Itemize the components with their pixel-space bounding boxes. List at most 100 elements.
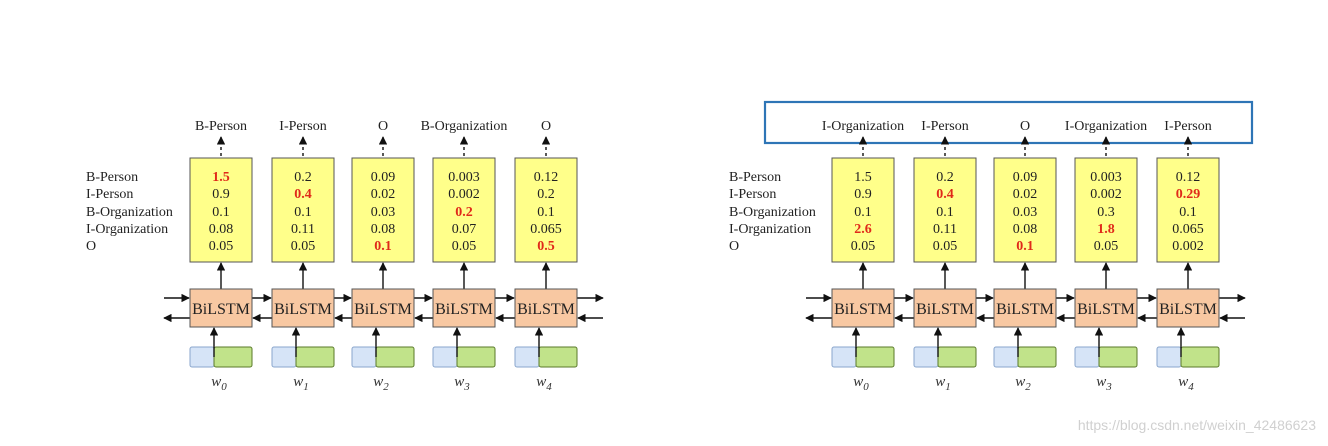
bilstm-cell	[514, 288, 578, 328]
embedding-word-part	[855, 346, 895, 368]
bilstm-label: BiLSTM	[916, 301, 974, 318]
score-value: 0.12	[534, 170, 559, 185]
output-tag-label: O	[541, 119, 551, 134]
bilstm-label: BiLSTM	[435, 301, 493, 318]
output-tag-label: I-Person	[279, 119, 326, 134]
score-value: 0.002	[448, 187, 480, 202]
diagram-right: B-PersonI-PersonB-OrganizationI-Organiza…	[729, 100, 1254, 393]
score-value-highlight: 0.4	[936, 187, 954, 202]
embedding-word-part	[213, 346, 253, 368]
score-value: 0.002	[1172, 239, 1204, 254]
word-symbol: w	[373, 374, 383, 390]
score-value: 0.9	[854, 187, 872, 202]
score-box	[993, 157, 1057, 263]
score-box	[831, 157, 895, 263]
word-subscript: 1	[303, 381, 309, 393]
score-value: 0.03	[371, 205, 396, 220]
token-column: B-Organization0.0030.0020.20.070.05BiLST…	[421, 119, 508, 393]
score-value: 0.09	[1013, 170, 1038, 185]
score-value: 0.1	[537, 205, 555, 220]
embedding-word-part	[456, 346, 496, 368]
row-label: I-Organization	[729, 222, 811, 237]
score-box	[1074, 157, 1138, 263]
score-value: 0.1	[936, 205, 954, 220]
word-subscript: 2	[383, 381, 389, 393]
score-value: 0.002	[1090, 187, 1122, 202]
score-value: 0.09	[371, 170, 396, 185]
watermark: https://blog.csdn.net/weixin_42486623	[1077, 417, 1316, 433]
score-value: 0.11	[933, 222, 957, 237]
score-value: 0.2	[294, 170, 312, 185]
bilstm-cell	[351, 288, 415, 328]
score-box	[432, 157, 496, 263]
output-tag-label: O	[1020, 119, 1030, 134]
word-symbol: w	[211, 374, 221, 390]
score-value-highlight: 0.5	[537, 239, 555, 254]
embedding-char-part	[432, 346, 458, 368]
score-value: 0.1	[294, 205, 312, 220]
score-value: 0.065	[530, 222, 562, 237]
score-value-highlight: 0.29	[1176, 187, 1201, 202]
score-value: 0.003	[1090, 170, 1122, 185]
score-value: 0.08	[1013, 222, 1038, 237]
score-value: 0.2	[936, 170, 954, 185]
score-value: 0.1	[854, 205, 872, 220]
row-label: I-Organization	[86, 222, 168, 237]
word-label: w4	[536, 374, 552, 393]
score-value: 0.08	[371, 222, 396, 237]
score-value-highlight: 0.4	[294, 187, 312, 202]
output-tag-label: B-Organization	[421, 119, 508, 134]
word-symbol: w	[1015, 374, 1025, 390]
word-subscript: 4	[546, 381, 552, 393]
score-value: 0.065	[1172, 222, 1204, 237]
score-box	[351, 157, 415, 263]
score-value: 0.12	[1176, 170, 1201, 185]
word-label: w3	[1096, 374, 1112, 393]
word-label: w1	[935, 374, 951, 393]
word-symbol: w	[935, 374, 945, 390]
bilstm-label: BiLSTM	[192, 301, 250, 318]
embedding-char-part	[514, 346, 540, 368]
embedding-word-part	[937, 346, 977, 368]
bilstm-label: BiLSTM	[834, 301, 892, 318]
bilstm-cell	[831, 288, 895, 328]
score-value: 0.03	[1013, 205, 1038, 220]
bilstm-label: BiLSTM	[996, 301, 1054, 318]
score-box	[514, 157, 578, 263]
row-label: B-Person	[729, 170, 781, 185]
word-symbol: w	[853, 374, 863, 390]
bilstm-cell	[189, 288, 253, 328]
embedding-word-part	[1180, 346, 1220, 368]
embedding-word-part	[295, 346, 335, 368]
score-value: 0.08	[209, 222, 234, 237]
score-value: 0.1	[1179, 205, 1197, 220]
bilstm-label: BiLSTM	[1159, 301, 1217, 318]
score-value: 0.003	[448, 170, 480, 185]
score-value: 0.07	[452, 222, 477, 237]
score-value: 0.1	[212, 205, 230, 220]
embedding-char-part	[831, 346, 857, 368]
embedding-word-part	[375, 346, 415, 368]
bilstm-cell	[1156, 288, 1220, 328]
word-subscript: 3	[463, 381, 470, 393]
word-label: w2	[373, 374, 389, 393]
bilstm-cell	[271, 288, 335, 328]
score-value: 0.05	[1094, 239, 1119, 254]
output-tag-label: I-Person	[1164, 119, 1211, 134]
bilstm-label: BiLSTM	[354, 301, 412, 318]
score-value-highlight: 1.5	[212, 170, 230, 185]
score-value-highlight: 0.2	[455, 205, 473, 220]
score-box	[913, 157, 977, 263]
bilstm-label: BiLSTM	[1077, 301, 1135, 318]
word-label: w0	[853, 374, 869, 393]
output-tag-label: I-Person	[921, 119, 968, 134]
diagram-left: B-PersonI-PersonB-OrganizationI-Organiza…	[86, 119, 604, 393]
score-value: 0.05	[851, 239, 876, 254]
embedding-char-part	[189, 346, 215, 368]
